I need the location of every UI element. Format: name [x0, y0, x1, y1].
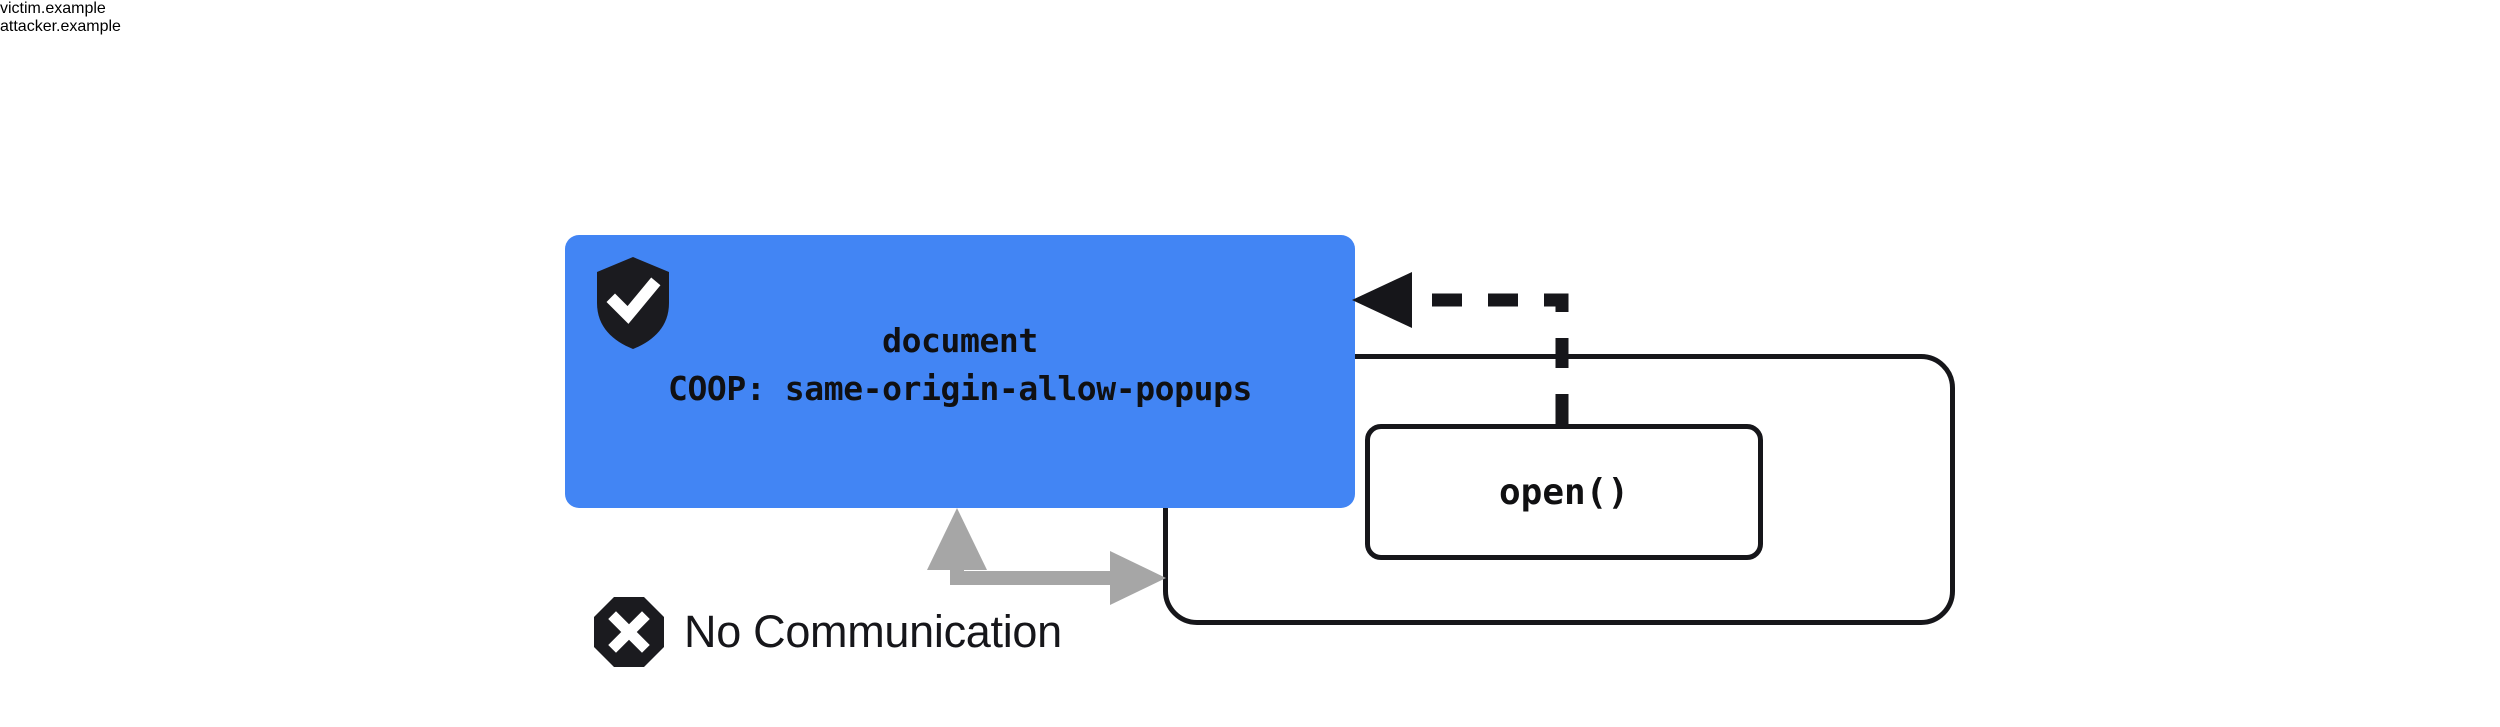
document-label: document [882, 321, 1038, 360]
victim-document-text: document COOP: same-origin-allow-popups [565, 235, 1355, 413]
open-call-box: open() [1365, 424, 1763, 560]
open-call-label: open() [1498, 471, 1630, 513]
coop-header-value: COOP: same-origin-allow-popups [667, 368, 1253, 408]
no-communication-annotation: No Communication [592, 595, 1062, 669]
victim-origin-label: victim.example [0, 0, 106, 17]
victim-document-card: document COOP: same-origin-allow-popups [565, 235, 1355, 508]
no-communication-arrow [927, 508, 1166, 605]
no-communication-label: No Communication [684, 606, 1062, 657]
attacker-origin-label: attacker.example [0, 18, 121, 35]
octagon-x-icon [594, 597, 664, 667]
shield-check-icon [597, 257, 669, 349]
